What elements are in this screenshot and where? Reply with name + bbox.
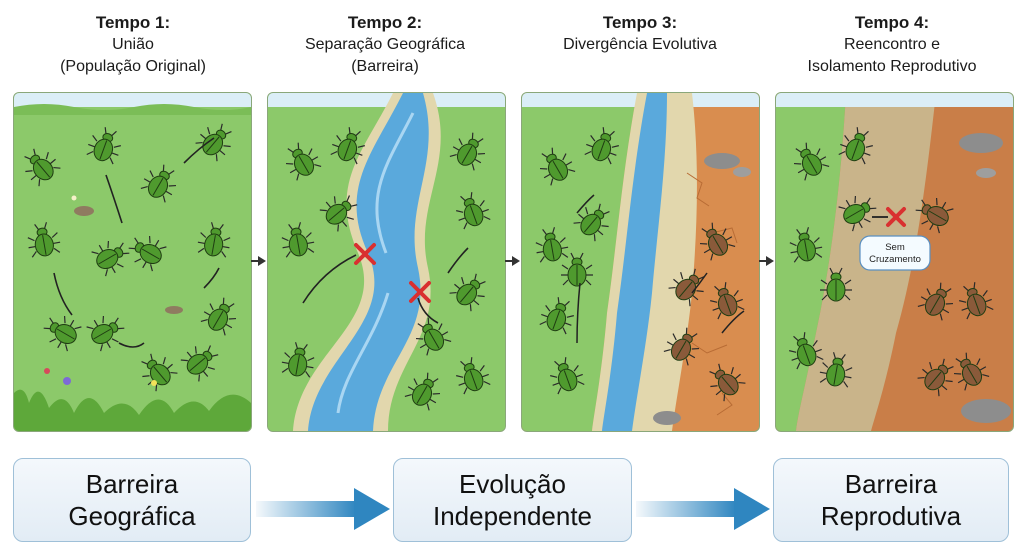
brown-beetle-icon [917,358,954,397]
green-beetle-icon [793,142,830,181]
step-connector-3 [759,260,767,262]
step-arrow-3-icon [766,256,774,266]
stage-3-subtitle-1: Divergência Evolutiva [563,36,717,53]
green-beetle-icon [584,127,619,165]
summary-geographic-barrier-label: Barreira Geográfica [68,469,196,531]
step-connector-2 [505,260,513,262]
stage-2-subtitle-1: Separação Geográfica [304,36,466,53]
brown-beetle-icon [953,352,990,391]
green-beetle-icon [197,222,231,258]
panel-original-population [13,92,252,432]
no-mating-cross-icon [886,207,906,227]
green-beetle-icon [456,357,491,395]
green-beetle-icon [330,127,365,165]
green-beetle-icon [789,227,823,263]
migration-arrow [105,174,123,224]
stage-2-heading: Tempo 2: [347,13,423,32]
green-beetle-icon [456,192,491,230]
brown-beetle-icon [668,268,705,307]
green-beetle-icon [539,297,574,335]
stage-1-subtitle-2: (População Original) [60,58,206,75]
green-beetle-icon [141,353,178,392]
stage-4-subtitle-2: Isolamento Reprodutivo [807,58,977,75]
green-beetle-icon [573,203,610,242]
stage-4-subtitle-1: Reencontro e [843,36,941,53]
green-beetle-icon [449,273,486,312]
green-beetle-icon [415,317,452,356]
stage-1-heading: Tempo 1: [95,13,171,32]
summary-geographic-barrier: Barreira Geográfica [13,458,251,542]
no-mating-callout [859,235,931,271]
no-mating-label: Sem Cruzamento [860,242,930,266]
green-beetle-icon [535,227,569,263]
green-beetle-icon [27,222,61,258]
green-beetle-icon [838,127,873,165]
brown-beetle-icon [959,282,994,320]
green-beetle-icon [86,315,125,352]
green-beetle-icon [449,132,486,171]
flow-arrow-1-icon [256,488,390,530]
green-beetle-icon [789,332,824,370]
green-beetle-icon [195,123,232,162]
green-beetle-icon [281,342,315,378]
green-beetle-icon [319,195,358,232]
green-beetle-icon [539,147,576,186]
green-beetle-icon [128,235,167,272]
green-beetle-icon [200,297,237,336]
green-beetle-icon [140,164,177,203]
stage-4-heading: Tempo 4: [854,13,930,32]
summary-reproductive-barrier: Barreira Reprodutiva [773,458,1009,542]
green-beetle-icon [180,345,219,382]
stage-4-title: Tempo 4: Reencontro e Isolamento Reprodu… [767,12,1017,78]
summary-independent-evolution: Evolução Independente [393,458,632,542]
green-beetle-icon [561,252,593,287]
step-arrow-1-icon [258,256,266,266]
panel-geographic-separation [267,92,506,432]
step-connector-1 [251,260,259,262]
brown-beetle-icon [663,327,700,366]
green-beetle-icon [285,142,322,181]
no-mating-label-line2: Cruzamento [869,254,921,265]
panel-evolutionary-divergence [521,92,760,432]
brown-beetle-icon [917,282,954,321]
stage-3-heading: Tempo 3: [602,13,678,32]
green-beetle-icon [86,127,121,165]
green-beetle-icon [91,240,130,277]
step-arrow-2-icon [512,256,520,266]
stage-1-title: Tempo 1: União (População Original) [8,12,258,78]
flow-arrow-2-icon [636,488,770,530]
brown-beetle-icon [709,363,746,402]
panel-reproductive-isolation: Sem Cruzamento [775,92,1014,432]
green-beetle-icon [820,267,852,302]
brown-beetle-icon [915,197,954,234]
green-beetle-icon [43,315,82,352]
green-beetle-icon [838,195,877,232]
green-beetle-icon [24,148,61,187]
green-beetle-icon [281,222,315,258]
summary-independent-evolution-label: Evolução Independente [432,469,593,531]
barrier-cross-icon [354,243,431,303]
brown-beetle-icon [699,222,736,261]
stage-3-title: Tempo 3: Divergência Evolutiva [515,12,765,56]
stage-1-subtitle-1: União [112,36,154,53]
green-beetle-icon [550,357,585,395]
green-beetle-icon [819,352,853,388]
summary-reproductive-barrier-label: Barreira Reprodutiva [820,469,962,531]
stage-2-title: Tempo 2: Separação Geográfica (Barreira) [260,12,510,78]
no-mating-label-line1: Sem [885,242,905,253]
green-beetle-icon [404,372,441,411]
brown-beetle-icon [710,282,745,320]
stage-2-subtitle-2: (Barreira) [351,58,419,75]
